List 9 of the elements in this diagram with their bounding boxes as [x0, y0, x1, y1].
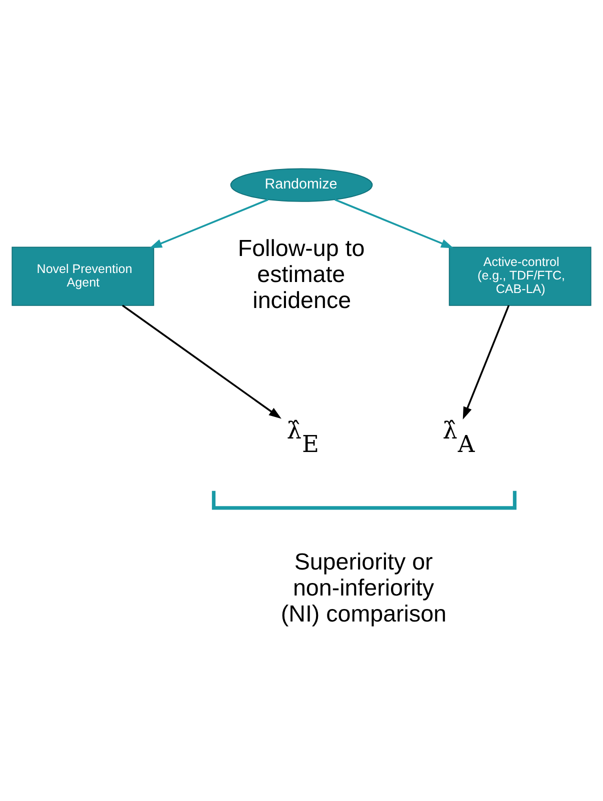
label: Superiority or non-inferiority (NI) comparison [280, 548, 447, 626]
node-box: Active-control (e.g., TDF/FTC, CAB-LA) [448, 246, 592, 306]
node-box: Novel Prevention Agent [12, 246, 154, 306]
arrow [462, 305, 510, 420]
arrow [334, 198, 454, 248]
arrow [149, 198, 268, 248]
label: Follow-up to estimate incidence [238, 234, 365, 313]
arrow [122, 304, 282, 419]
node-ellipse: Randomize [230, 168, 373, 202]
